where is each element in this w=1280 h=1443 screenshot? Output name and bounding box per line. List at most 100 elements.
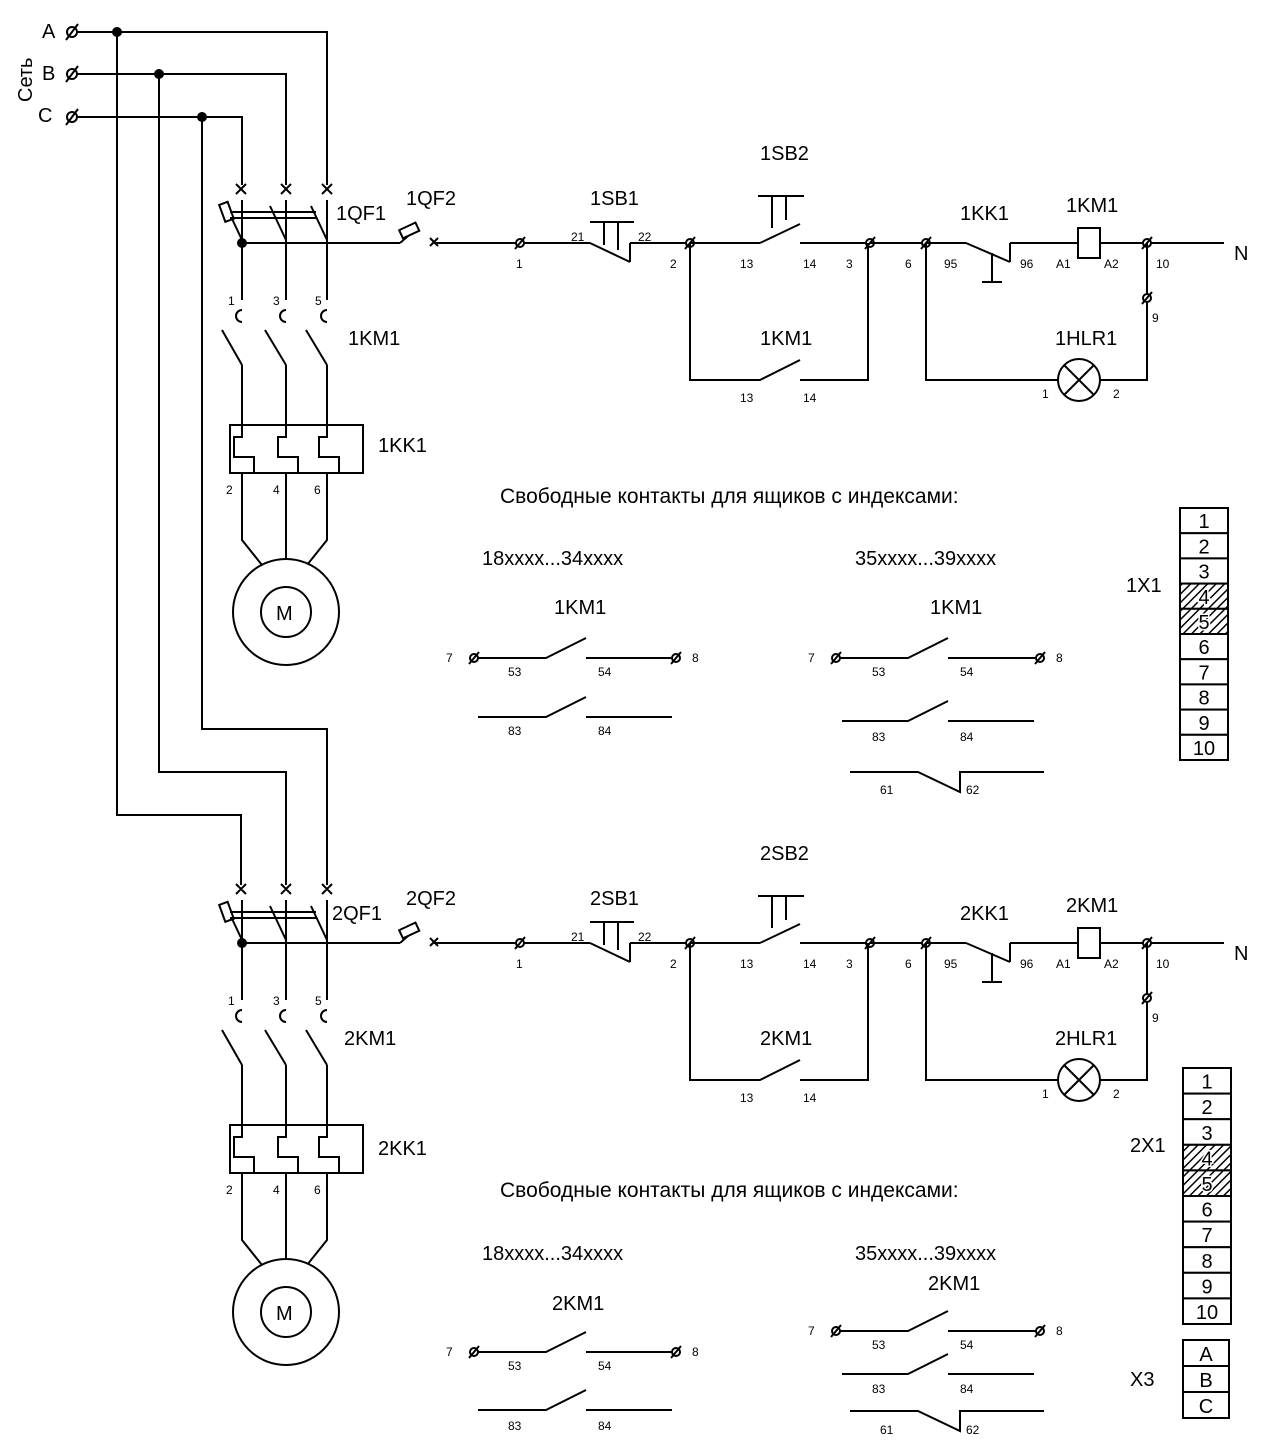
aux-pin: 84 (960, 1382, 974, 1396)
thermal-contact-1: 95 96 1KK1 (926, 203, 1034, 283)
aux-pin: 54 (598, 665, 612, 679)
pin-22: 22 (638, 230, 652, 244)
thermal-contact-1-label: 1KK1 (960, 203, 1009, 225)
aux-pin: 53 (508, 1359, 522, 1373)
ctl-terminal-9 (1141, 991, 1153, 1005)
aux-pin: 83 (508, 724, 522, 738)
aux-term: 8 (692, 1345, 699, 1359)
ctl-terminal-1 (514, 936, 526, 950)
main-contacts-2: 2KM1 (221, 1009, 396, 1125)
main-breaker-1: 1QF1 (217, 183, 386, 241)
terminal-number: 1 (1198, 511, 1209, 533)
stop-button-2: 21 22 2SB1 (571, 888, 690, 963)
terminal-cell: 8 (1179, 683, 1229, 711)
main-breaker-2: 2QF1 (217, 883, 382, 941)
pole-num: 2 (226, 1183, 233, 1197)
motor-2: M (232, 1258, 340, 1366)
phase-a-wire (77, 31, 328, 185)
pin-14: 14 (803, 391, 817, 405)
aux-label: 1KM1 (930, 597, 982, 619)
control-breaker-1: 1QF2 (397, 188, 456, 247)
ctl-term-num: 10 (1156, 257, 1170, 271)
ctl-term-num: 1 (516, 257, 523, 271)
pole-num: 2 (226, 483, 233, 497)
pin-96: 96 (1020, 957, 1034, 971)
thermal-contact-2: 95 96 2KK1 (926, 903, 1034, 983)
terminal-block-1-label: 1X1 (1126, 575, 1162, 597)
terminal-cell: 4 (1179, 582, 1229, 610)
ctl-term-num: 3 (846, 257, 853, 271)
ctl-term-num: 9 (1152, 1011, 1159, 1025)
terminal-cell: 7 (1179, 658, 1229, 686)
supply-bus: Сеть A B C (15, 21, 328, 885)
control-breaker-2: 2QF2 (397, 888, 456, 947)
ctl-term-num: 3 (846, 957, 853, 971)
aux-label: 2KM1 (928, 1273, 980, 1295)
terminal-cell: 10 (1182, 1297, 1232, 1326)
supply-terminal-a (65, 23, 79, 41)
start-button-2: 13 14 2SB2 (690, 843, 870, 971)
aux-pin: 83 (872, 730, 886, 744)
terminal-number: 8 (1198, 688, 1209, 710)
phase-c-label: C (38, 105, 52, 127)
pole-num: 6 (314, 483, 321, 497)
aux-pin: 53 (508, 665, 522, 679)
stop-button-1: 21 22 1SB1 (571, 188, 690, 263)
terminal-cell: 4 (1182, 1143, 1232, 1172)
terminal-number: 8 (1201, 1251, 1212, 1273)
aux-term: 7 (808, 651, 815, 665)
pole-num: 5 (315, 294, 322, 308)
neutral-label-2: N (1234, 943, 1248, 965)
terminal-number: 2 (1198, 536, 1209, 558)
pin-a1: A1 (1056, 957, 1071, 971)
holding-contact-1-label: 1KM1 (760, 328, 812, 350)
thermal-relay-1-label: 1KK1 (378, 435, 427, 457)
pin-a2: A2 (1104, 257, 1119, 271)
aux-term: 7 (446, 651, 453, 665)
phase-c-wire (77, 116, 243, 185)
free-contacts-note-1: Свободные контакты для ящиков с индексам… (500, 485, 959, 508)
aux-pin: 83 (508, 1419, 522, 1433)
terminal-cell: C (1182, 1391, 1230, 1419)
control-breaker-1-label: 1QF2 (406, 188, 456, 210)
main-contacts-1: 1KM1 (221, 309, 400, 425)
terminal-block-2-label: 2X1 (1130, 1135, 1166, 1157)
phase-b-wire (77, 73, 287, 185)
holding-contact-2-label: 2KM1 (760, 1028, 812, 1050)
aux-pin: 83 (872, 1382, 886, 1396)
motor-1: M (232, 558, 340, 666)
main-contacts-2-label: 2KM1 (344, 1028, 396, 1050)
terminal-number: 5 (1198, 612, 1209, 634)
aux-pin: 62 (966, 1423, 980, 1437)
circuit-1: 1QF1 1QF2 1 21 22 1SB1 2 (217, 143, 1248, 797)
pole-num: 3 (273, 994, 280, 1008)
pin-22: 22 (638, 930, 652, 944)
range-b-1: 35xxxx...39xxxx (855, 548, 996, 570)
supply-terminal-b (65, 65, 79, 83)
thermal-contact-2-label: 2KK1 (960, 903, 1009, 925)
terminal-number: B (1199, 1370, 1212, 1392)
pin-14: 14 (803, 257, 817, 271)
terminal-cell: 1 (1179, 507, 1229, 535)
start-button-1: 13 14 1SB2 (690, 143, 870, 271)
terminal-number: 5 (1201, 1174, 1212, 1196)
terminal-number: 7 (1198, 662, 1209, 684)
terminal-block-x3: ABC (1182, 1339, 1230, 1419)
lamp-pin: 1 (1042, 387, 1049, 401)
terminal-number: 6 (1198, 637, 1209, 659)
terminal-cell: 8 (1182, 1246, 1232, 1274)
aux-pin: 84 (598, 1419, 612, 1433)
stop-button-1-label: 1SB1 (590, 188, 639, 210)
ctl-term-num: 2 (670, 957, 677, 971)
pole-num: 1 (228, 994, 235, 1008)
aux-pin: 54 (960, 665, 974, 679)
pole-num: 4 (273, 483, 280, 497)
terminal-number: 4 (1201, 1148, 1212, 1170)
lamp-pin: 2 (1113, 387, 1120, 401)
pin-13: 13 (740, 957, 754, 971)
signal-lamp-2-label: 2HLR1 (1055, 1028, 1117, 1050)
aux-contacts-1a: 1KM1 7 8 53 54 83 84 (446, 597, 699, 738)
phase-b-drop (158, 74, 287, 885)
start-button-2-label: 2SB2 (760, 843, 809, 865)
